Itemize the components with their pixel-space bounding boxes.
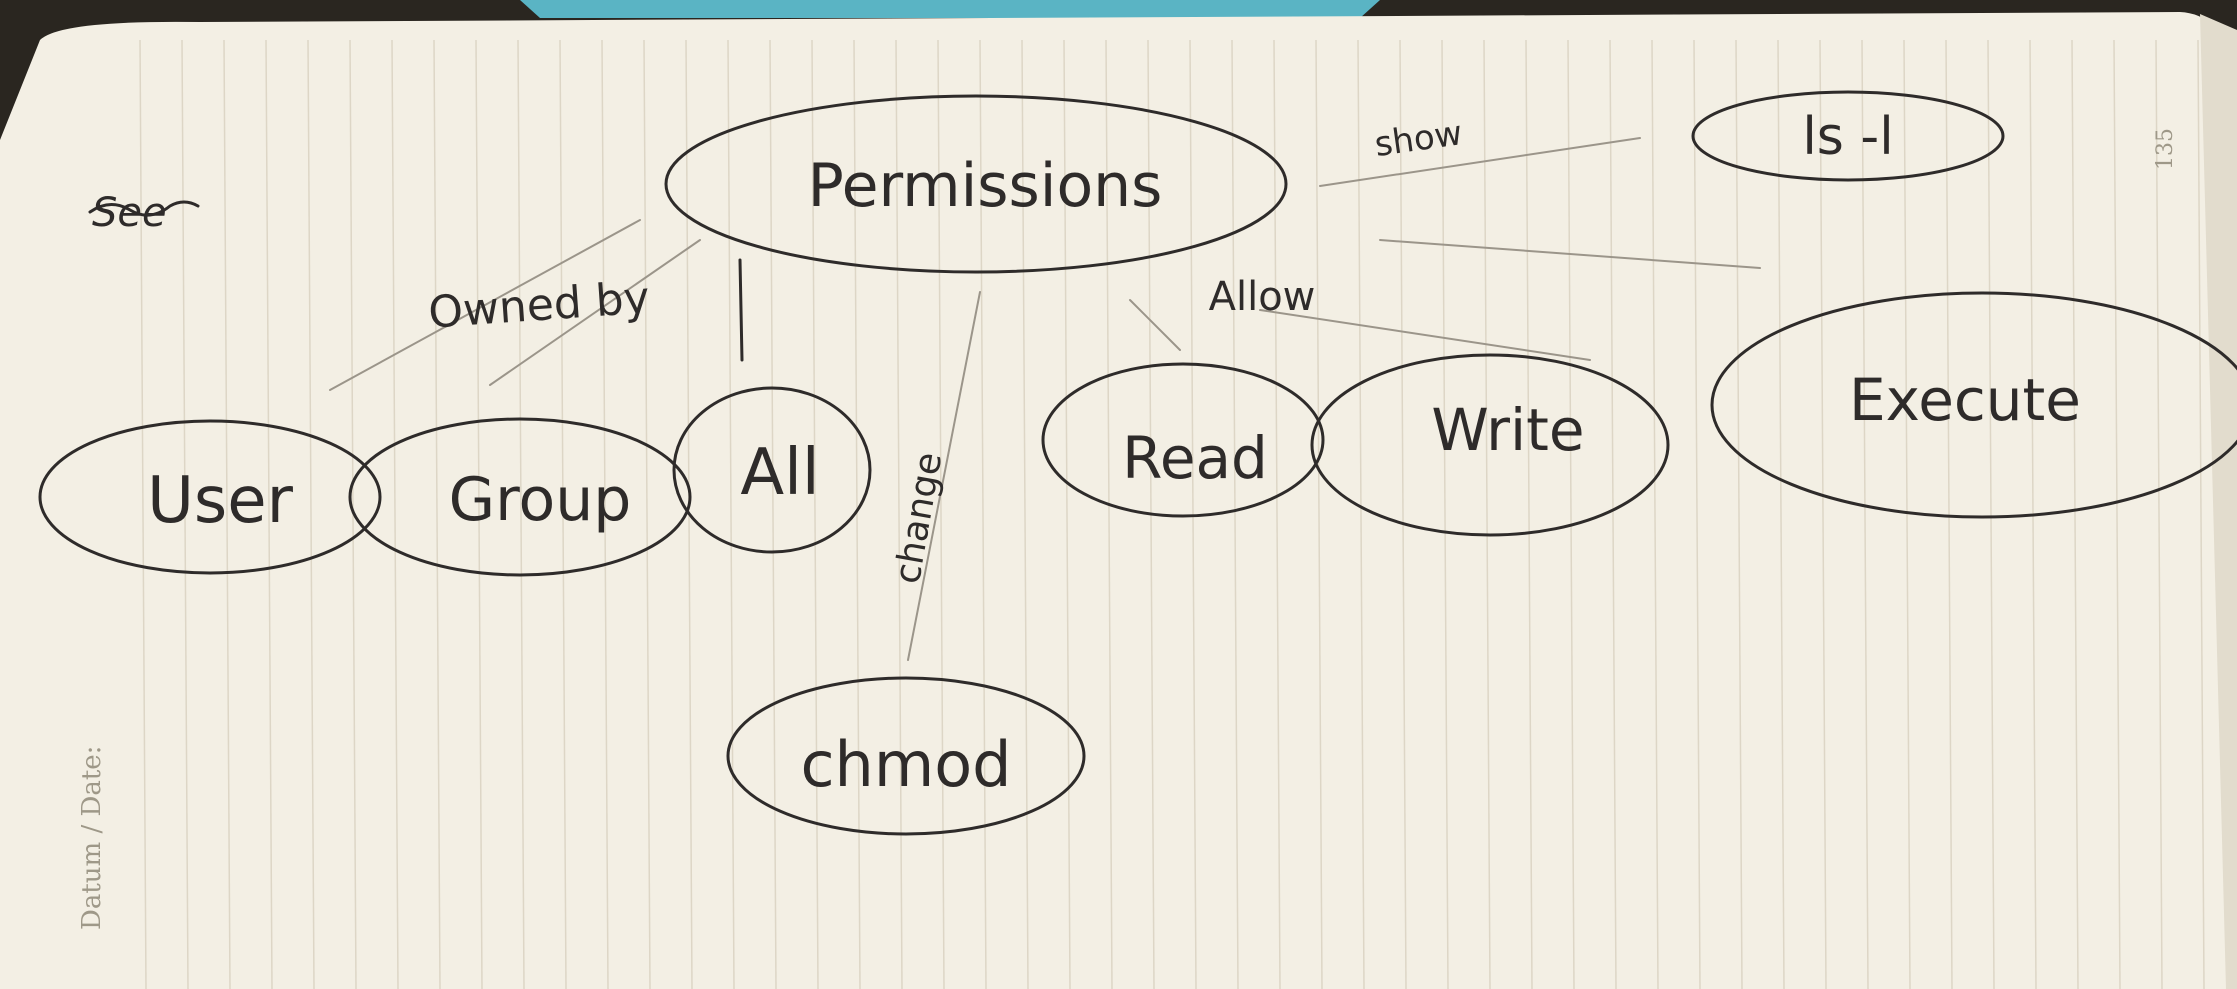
show-line bbox=[1319, 137, 1641, 187]
rule-line bbox=[1483, 39, 1491, 989]
user-label: User bbox=[147, 464, 294, 538]
rule-line bbox=[1441, 39, 1449, 989]
rule-line bbox=[139, 39, 147, 989]
rule-line bbox=[1105, 39, 1113, 989]
chmod-label: chmod bbox=[800, 728, 1011, 801]
user-ellipse bbox=[38, 419, 382, 575]
rule-line bbox=[769, 39, 777, 989]
page-number: 135 bbox=[2153, 128, 2178, 170]
rule-line bbox=[1567, 39, 1575, 989]
execute-ellipse bbox=[1710, 291, 2237, 519]
rule-line bbox=[601, 39, 609, 989]
rule-line bbox=[433, 39, 441, 989]
read-label: Read bbox=[1122, 424, 1268, 492]
write-ellipse bbox=[1310, 353, 1670, 537]
date-label: Datum / Date: bbox=[77, 746, 107, 930]
rule-line bbox=[2197, 39, 2205, 989]
rule-line bbox=[1357, 39, 1365, 989]
rule-line bbox=[1399, 39, 1407, 989]
allow-line-execute bbox=[1379, 239, 1761, 269]
rule-line bbox=[727, 39, 735, 989]
rule-line bbox=[1315, 39, 1323, 989]
rule-line bbox=[1735, 39, 1743, 989]
group-ellipse bbox=[348, 417, 692, 577]
rule-line bbox=[1609, 39, 1617, 989]
paper-page bbox=[0, 12, 2237, 989]
rule-line bbox=[1903, 39, 1911, 989]
rule-line bbox=[307, 39, 315, 989]
rule-line bbox=[1273, 39, 1281, 989]
permissions-ellipse bbox=[664, 94, 1288, 274]
owned-by-line-right bbox=[489, 239, 701, 386]
rule-line bbox=[265, 39, 273, 989]
rule-line bbox=[1063, 39, 1071, 989]
allow-line-read bbox=[1129, 299, 1181, 351]
rule-line bbox=[979, 39, 987, 989]
all-label: All bbox=[740, 436, 819, 510]
rule-line bbox=[181, 39, 189, 989]
rule-line bbox=[895, 39, 903, 989]
ls-ellipse bbox=[1691, 90, 2005, 182]
rule-line bbox=[1231, 39, 1239, 989]
permissions-label: Permissions bbox=[808, 151, 1163, 221]
execute-label: Execute bbox=[1849, 366, 2081, 434]
chmod-ellipse bbox=[726, 676, 1086, 836]
rule-line bbox=[223, 39, 231, 989]
rule-line bbox=[517, 39, 525, 989]
rule-line bbox=[391, 39, 399, 989]
write-label: Write bbox=[1431, 396, 1584, 464]
allow-label: Allow bbox=[1209, 274, 1316, 320]
rule-lines bbox=[139, 39, 2205, 989]
owned-by-line-left bbox=[329, 219, 641, 391]
page-stack-edge bbox=[2200, 14, 2237, 989]
rule-line bbox=[2155, 39, 2163, 989]
group-label: Group bbox=[449, 465, 632, 535]
rule-line bbox=[1525, 39, 1533, 989]
ls-label: ls -l bbox=[1802, 107, 1893, 167]
all-ellipse bbox=[672, 386, 872, 554]
rule-line bbox=[1861, 39, 1869, 989]
change-line bbox=[907, 291, 981, 661]
rule-line bbox=[1693, 39, 1701, 989]
rule-line bbox=[2113, 39, 2121, 989]
rule-line bbox=[643, 39, 651, 989]
rule-line bbox=[1987, 39, 1995, 989]
scribble-strike bbox=[88, 200, 200, 217]
read-ellipse bbox=[1041, 362, 1325, 518]
owned-by-bar bbox=[738, 258, 744, 362]
rule-line bbox=[475, 39, 483, 989]
rule-line bbox=[1819, 39, 1827, 989]
rule-line bbox=[1945, 39, 1953, 989]
allow-line-write bbox=[1259, 309, 1591, 361]
rule-line bbox=[2071, 39, 2079, 989]
rule-line bbox=[811, 39, 819, 989]
rule-line bbox=[1651, 39, 1659, 989]
rule-line bbox=[559, 39, 567, 989]
rule-line bbox=[1777, 39, 1785, 989]
rule-line bbox=[1021, 39, 1029, 989]
cover-edge bbox=[520, 0, 1380, 18]
